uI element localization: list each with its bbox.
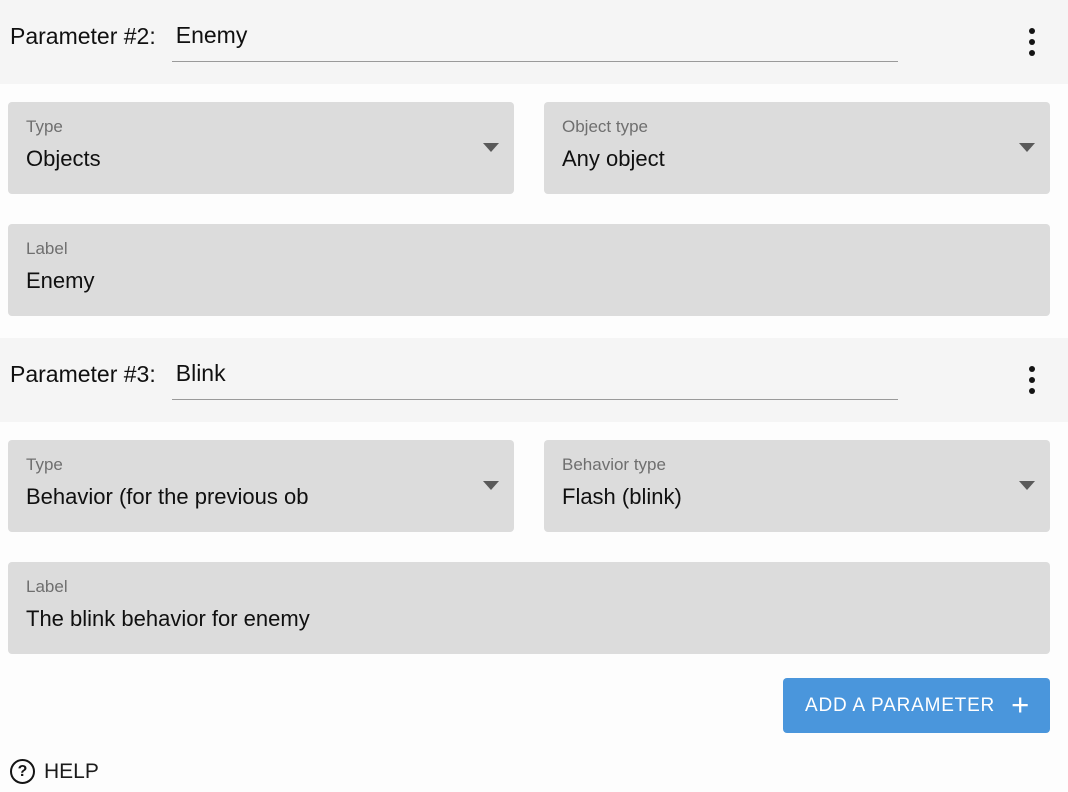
field-label: Behavior type [562, 455, 666, 474]
field-value: Objects [26, 146, 101, 172]
field-label: Object type [562, 117, 648, 136]
field-value: Behavior (for the previous ob [26, 484, 309, 510]
vertical-dots-icon [1029, 28, 1035, 56]
parameter-options-button[interactable] [1008, 356, 1056, 404]
field-value: The blink behavior for enemy [26, 606, 310, 632]
help-circle-icon: ? [10, 759, 35, 784]
help-label: HELP [44, 759, 99, 783]
dropdown-arrow-icon [1019, 143, 1035, 152]
button-row: ADD A PARAMETER + [8, 678, 1050, 733]
add-parameter-button[interactable]: ADD A PARAMETER + [783, 678, 1050, 733]
type-select[interactable]: Type Behavior (for the previous ob [8, 440, 514, 532]
parameter-name-input[interactable] [171, 360, 898, 400]
field-value: Any object [562, 146, 665, 172]
dropdown-arrow-icon [483, 143, 499, 152]
parameter-header: Parameter #2: [0, 0, 1068, 84]
dropdown-arrow-icon [483, 481, 499, 490]
parameter-fields-row: Type Behavior (for the previous ob Behav… [8, 440, 1050, 532]
field-label: Label [26, 239, 68, 258]
field-value: Enemy [26, 268, 95, 294]
parameter-card: Parameter #3: Type Behavior (for the pre… [0, 338, 1068, 654]
parameter-header: Parameter #3: [0, 338, 1068, 422]
parameter-name-input[interactable] [171, 22, 898, 62]
parameter-header-label: Parameter #2: [10, 22, 156, 49]
parameter-card: Parameter #2: Type Objects Object type A… [0, 0, 1068, 316]
field-label: Type [26, 455, 63, 474]
plus-icon: + [1011, 686, 1030, 722]
type-select[interactable]: Type Objects [8, 102, 514, 194]
object-type-select[interactable]: Object type Any object [544, 102, 1050, 194]
behavior-type-select[interactable]: Behavior type Flash (blink) [544, 440, 1050, 532]
field-label: Label [26, 577, 68, 596]
vertical-dots-icon [1029, 366, 1035, 394]
help-button[interactable]: ? HELP [10, 759, 1068, 784]
add-parameter-button-label: ADD A PARAMETER [805, 694, 996, 716]
field-value: Flash (blink) [562, 484, 682, 510]
parameter-fields-row: Type Objects Object type Any object [8, 102, 1050, 194]
dropdown-arrow-icon [1019, 481, 1035, 490]
parameter-header-label: Parameter #3: [10, 360, 156, 387]
label-field[interactable]: Label Enemy [8, 224, 1050, 316]
field-label: Type [26, 117, 63, 136]
label-field[interactable]: Label The blink behavior for enemy [8, 562, 1050, 654]
parameter-options-button[interactable] [1008, 18, 1056, 66]
